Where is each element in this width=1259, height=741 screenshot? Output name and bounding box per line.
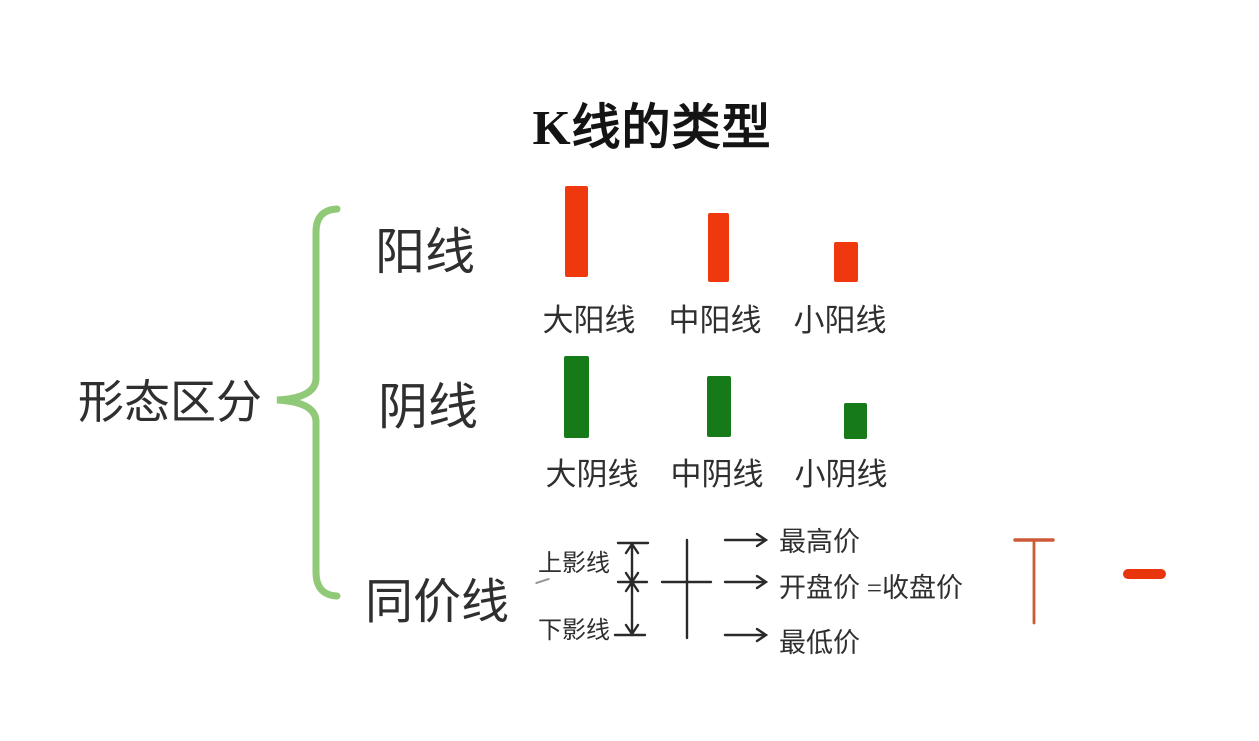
highest-price-label: 最高价 (779, 527, 860, 557)
open-equals-close-label: 开盘价 =收盘价 (779, 573, 963, 603)
yin-bar-small (844, 403, 867, 439)
page-title: K线的类型 (532, 100, 772, 155)
upper-shadow-label: 上影线 (538, 551, 610, 577)
t-line-icon (1013, 538, 1055, 625)
shadow-measure-and-doji-icon (613, 532, 769, 643)
pen-stray-mark (535, 577, 550, 585)
yang-item-label-small: 小阳线 (793, 303, 887, 338)
one-line-icon (1123, 569, 1166, 579)
yang-bar-medium (708, 213, 729, 282)
yang-item-label-large: 大阳线 (542, 303, 636, 338)
yin-bar-large (564, 356, 589, 438)
yin-item-label-small: 小阴线 (794, 457, 888, 492)
yin-bar-medium (707, 376, 731, 437)
branch-label-equal-price: 同价线 (365, 576, 510, 629)
yang-bar-large (565, 186, 588, 277)
branch-label-yang: 阳线 (375, 224, 475, 280)
category-label: 形态区分 (78, 377, 262, 428)
yang-bar-small (834, 242, 858, 282)
yin-item-label-large: 大阴线 (545, 457, 639, 492)
curly-brace-icon (276, 205, 341, 600)
yang-item-label-medium: 中阳线 (668, 303, 762, 338)
lowest-price-label: 最低价 (779, 628, 860, 658)
lower-shadow-label: 下影线 (538, 618, 610, 644)
branch-label-yin: 阴线 (378, 379, 478, 435)
yin-item-label-medium: 中阴线 (670, 457, 764, 492)
